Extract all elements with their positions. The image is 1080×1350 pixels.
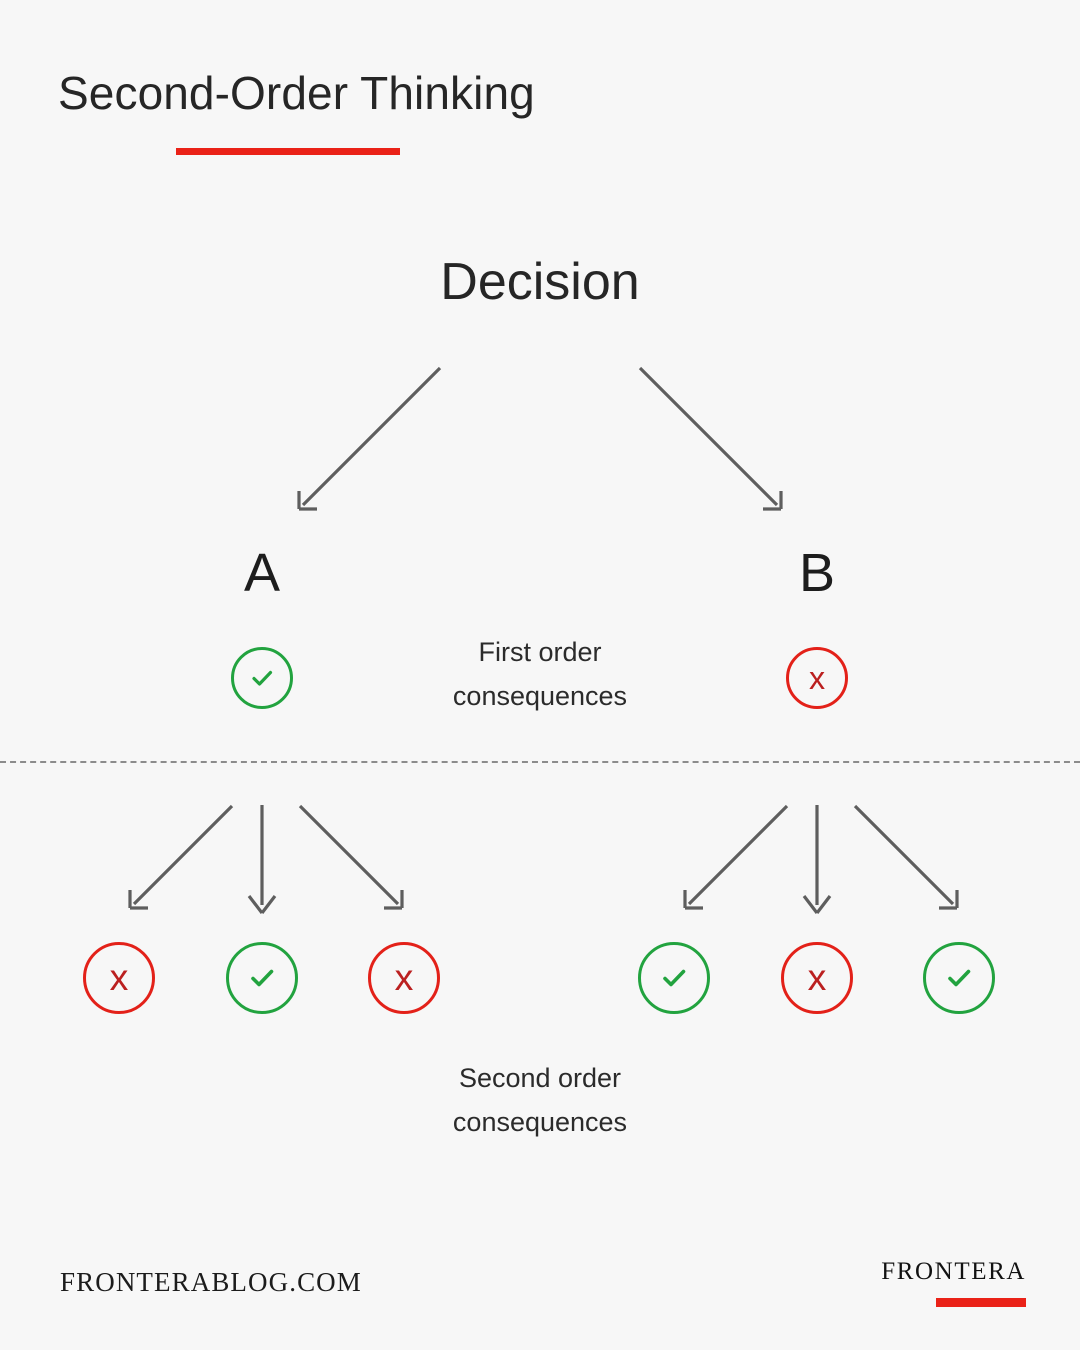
brand-mark: FRONTERA (881, 1258, 1026, 1307)
arrow-icon-b-to-left (683, 804, 789, 910)
arrow-icon-a-to-left (128, 804, 234, 910)
caption-first-order-line1: First order (478, 637, 602, 667)
x-icon: x (394, 956, 414, 999)
arrow-icon-decision-to-a (297, 366, 442, 511)
badge-first-order-a (231, 647, 293, 709)
x-icon: x (109, 956, 129, 999)
x-icon: x (808, 659, 826, 696)
check-icon (247, 663, 277, 693)
badge-second-order-b3 (923, 942, 995, 1014)
badge-first-order-b: x (786, 647, 848, 709)
x-icon: x (807, 956, 827, 999)
check-icon (245, 961, 279, 995)
caption-first-order: First order consequences (0, 630, 1080, 718)
caption-second-order-line2: consequences (452, 1107, 628, 1137)
page-title: Second-Order Thinking (58, 67, 535, 119)
badge-second-order-a2 (226, 942, 298, 1014)
caption-second-order: Second order consequences (0, 1056, 1080, 1144)
footer-site-url: FRONTERABLOG.COM (60, 1267, 362, 1297)
tree-root-decision: Decision (440, 253, 640, 311)
arrow-icon-a-to-right (298, 804, 404, 910)
arrow-icon-a-to-center (247, 805, 277, 914)
badge-second-order-a1: x (83, 942, 155, 1014)
caption-second-order-line1: Second order (458, 1063, 622, 1093)
badge-second-order-b1 (638, 942, 710, 1014)
order-divider (0, 761, 1080, 763)
arrow-icon-b-to-center (802, 805, 832, 914)
arrow-icon-b-to-right (853, 804, 959, 910)
branch-label-b: B (798, 543, 836, 603)
arrow-icon-decision-to-b (638, 366, 783, 511)
brand-name: FRONTERA (881, 1258, 1026, 1285)
title-accent-rule (176, 148, 400, 155)
check-icon (942, 961, 976, 995)
branch-label-a: A (243, 543, 281, 603)
brand-accent-rule (936, 1298, 1026, 1307)
caption-first-order-line2: consequences (452, 681, 628, 711)
badge-second-order-b2: x (781, 942, 853, 1014)
check-icon (657, 961, 691, 995)
badge-second-order-a3: x (368, 942, 440, 1014)
